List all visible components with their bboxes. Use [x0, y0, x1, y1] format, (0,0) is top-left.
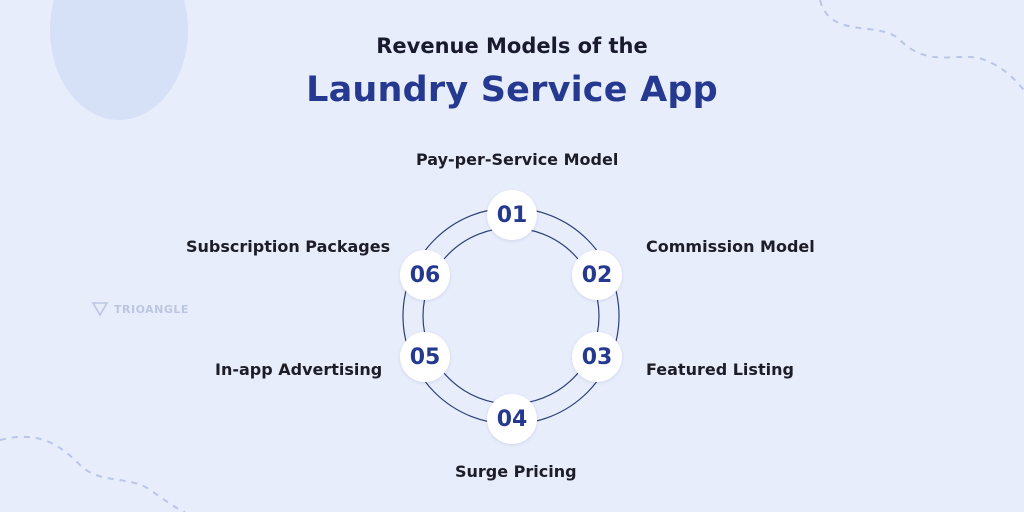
step-label-04: Surge Pricing — [455, 462, 577, 481]
title-line-2: Laundry Service App — [306, 70, 718, 110]
step-badge-01: 01 — [487, 190, 537, 240]
step-label-05: In-app Advertising — [215, 360, 383, 379]
step-label-01: Pay-per-Service Model — [416, 150, 619, 169]
step-badge-03: 03 — [572, 332, 622, 382]
step-badge-05: 05 — [400, 332, 450, 382]
trioangle-logo-icon — [92, 302, 108, 316]
step-badge-06: 06 — [400, 250, 450, 300]
watermark: TRIOANGLE — [92, 302, 189, 316]
inner-ring — [422, 227, 600, 405]
step-badge-02: 02 — [572, 250, 622, 300]
step-label-03: Featured Listing — [646, 360, 794, 379]
watermark-text: TRIOANGLE — [114, 302, 189, 316]
step-label-06: Subscription Packages — [186, 237, 391, 256]
step-badge-04: 04 — [487, 394, 537, 444]
dashed-wave-top-right — [819, 0, 1024, 91]
title-line-1: Revenue Models of the — [376, 34, 648, 58]
outer-ring — [402, 207, 620, 425]
dashed-wave-bottom-left — [0, 435, 186, 512]
step-label-02: Commission Model — [646, 237, 815, 256]
